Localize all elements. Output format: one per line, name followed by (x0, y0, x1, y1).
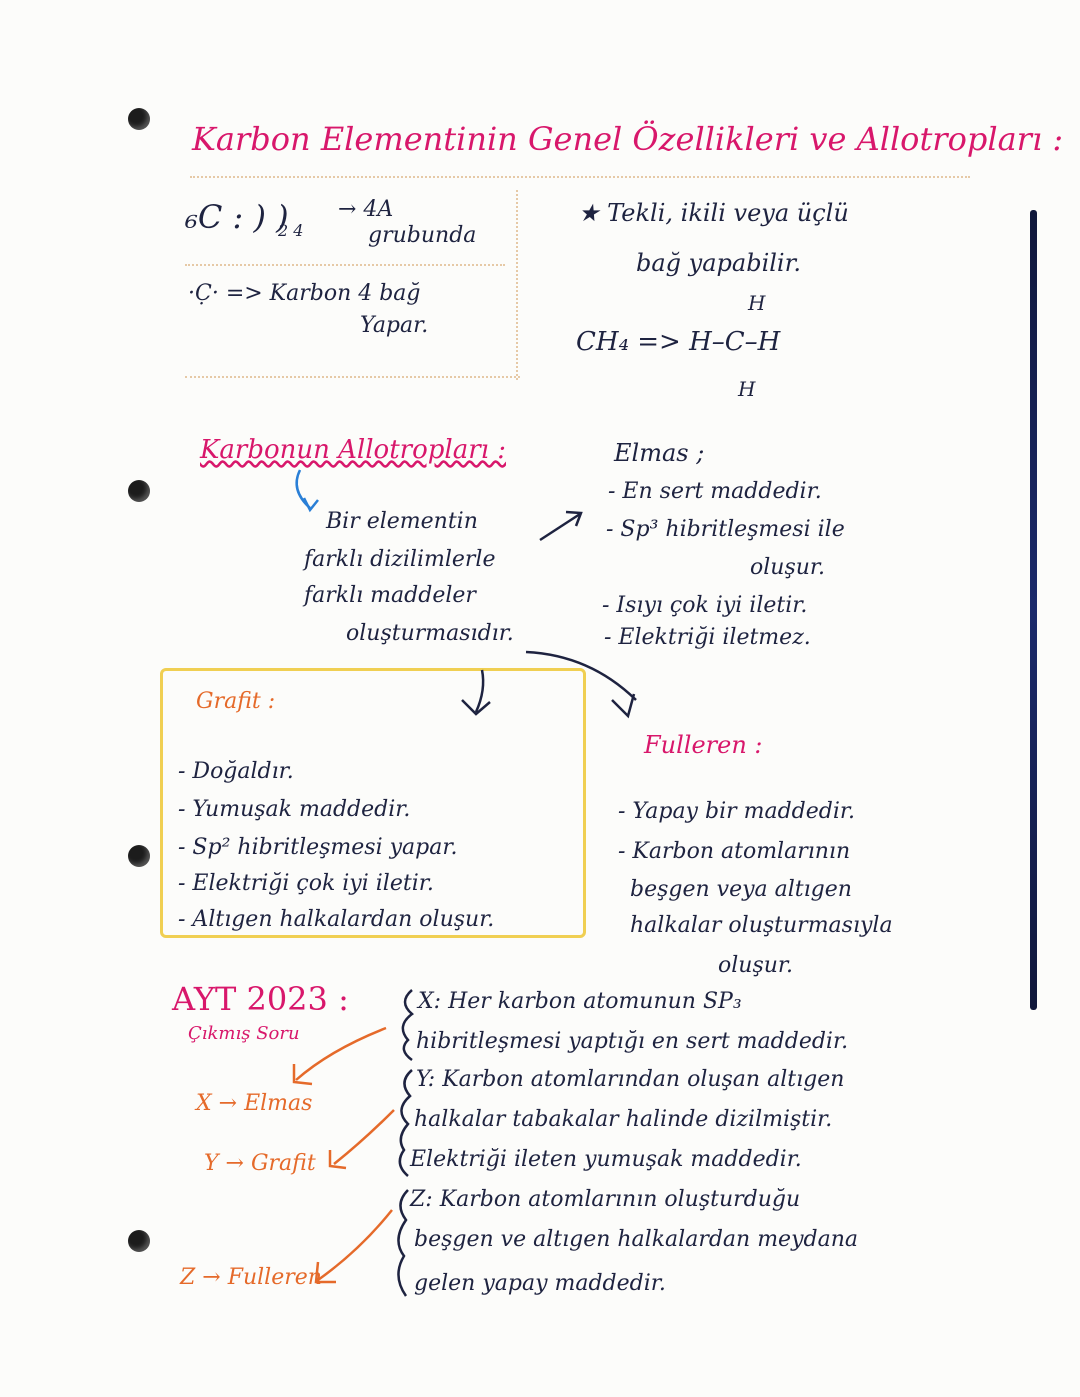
fulleren-title: Fulleren : (644, 731, 763, 759)
config-nums: 2 4 (278, 221, 304, 240)
ayt-subtitle: Çıkmış Soru (188, 1023, 300, 1044)
elmas-item-3: oluşur. (750, 555, 826, 580)
group-line-2: grubunda (368, 223, 477, 248)
answer-x: X → Elmas (196, 1091, 313, 1116)
question-line-3: Y: Karbon atomlarından oluşan altıgen (416, 1067, 845, 1092)
grafit-item-5: - Altıgen halkalardan oluşur. (178, 907, 495, 932)
elmas-item-1: - En sert maddedir. (608, 479, 822, 504)
lewis-line-2: Yapar. (360, 313, 429, 338)
elmas-item-2: - Sp³ hibritleşmesi ile (606, 517, 845, 542)
grafit-box (160, 668, 586, 938)
methane-top-h: H (748, 291, 766, 315)
fulleren-item-4: halkalar oluşturmasıyla (630, 913, 893, 938)
fulleren-item-5: oluşur. (718, 953, 794, 978)
question-line-8: gelen yapay maddedir. (414, 1271, 666, 1296)
intro-bottom-separator (185, 376, 520, 378)
answer-z: Z → Fulleren (180, 1265, 322, 1290)
page-title: Karbon Elementinin Genel Özellikleri ve … (192, 120, 1064, 158)
definition-line-4: oluşturmasıdır. (346, 621, 514, 646)
intro-separator (185, 264, 505, 266)
grafit-item-2: - Yumuşak maddedir. (178, 797, 411, 822)
bond-line-1: ★ Tekli, ikili veya üçlü (578, 199, 849, 227)
elmas-item-4: - Isıyı çok iyi iletir. (602, 593, 808, 618)
grafit-item-4: - Elektriği çok iyi iletir. (178, 871, 434, 896)
lewis-label: ·C̣· => Karbon 4 bağ (188, 281, 421, 306)
elmas-item-5: - Elektriği iletmez. (604, 625, 811, 650)
question-line-2: hibritleşmesi yaptığı en sert maddedir. (416, 1029, 849, 1054)
methane-formula: CH₄ => H–C–H (576, 327, 781, 357)
config-label: ₆C : ) ) (185, 198, 289, 236)
ayt-title: AYT 2023 : (172, 980, 349, 1018)
binder-hole-1 (128, 108, 150, 130)
question-line-4: halkalar tabakalar halinde dizilmiştir. (414, 1107, 833, 1132)
title-underline (190, 176, 970, 178)
methane-bottom-h: H (738, 377, 756, 401)
elmas-title: Elmas ; (614, 439, 705, 467)
binder-hole-2 (128, 480, 150, 502)
question-line-6: Z: Karbon atomlarının oluşturduğu (410, 1187, 801, 1212)
fulleren-item-2: - Karbon atomlarının (618, 839, 851, 864)
fulleren-item-3: beşgen veya altıgen (630, 877, 852, 902)
group-line-1: → 4A (338, 197, 394, 222)
bond-line-2: bağ yapabilir. (636, 249, 802, 277)
definition-line-1: Bir elementin (326, 509, 478, 534)
question-line-7: beşgen ve altıgen halkalardan meydana (414, 1227, 858, 1252)
page-edge-divider (1030, 210, 1037, 1010)
definition-line-3: farklı maddeler (304, 583, 476, 608)
allotropes-heading: Karbonun Allotropları : (200, 435, 506, 465)
fulleren-item-1: - Yapay bir maddedir. (618, 799, 855, 824)
grafit-item-1: - Doğaldır. (178, 759, 294, 784)
binder-hole-4 (128, 1230, 150, 1252)
answer-y: Y → Grafit (204, 1151, 316, 1176)
definition-line-2: farklı dizilimlerle (304, 547, 496, 572)
intro-vertical-separator (516, 190, 518, 380)
question-line-1: X: Her karbon atomunun SP₃ (418, 989, 742, 1014)
grafit-title: Grafit : (196, 689, 276, 714)
grafit-item-3: - Sp² hibritleşmesi yapar. (178, 835, 458, 860)
binder-hole-3 (128, 845, 150, 867)
question-line-5: Elektriği ileten yumuşak maddedir. (410, 1147, 802, 1172)
